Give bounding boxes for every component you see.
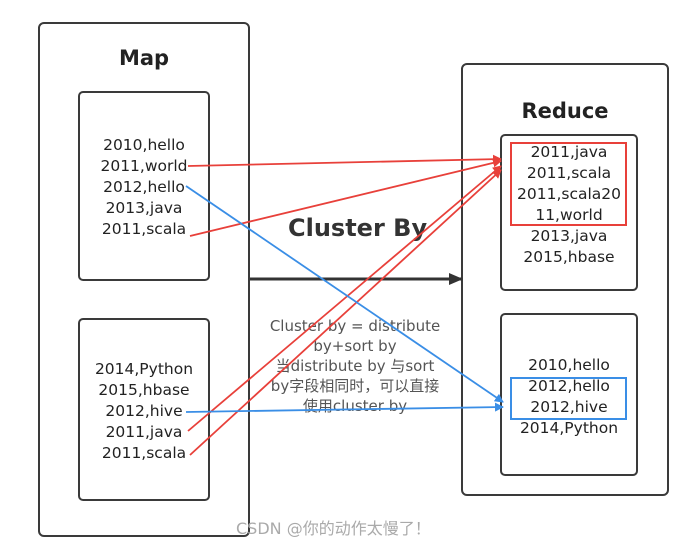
- map-box-2-line: 2011,java: [105, 423, 183, 441]
- map-box-2-line: 2015,hbase: [98, 381, 190, 399]
- map-title: Map: [118, 46, 170, 70]
- map-box-1-line: 2011,world: [100, 157, 188, 175]
- cluster-by-title: Cluster By: [288, 214, 428, 242]
- blue-arrow-2012-hive: [185, 402, 504, 413]
- reduce-box-2-line: 2012,hive: [530, 398, 608, 416]
- red-arrow-2011-scala-b: [189, 169, 502, 456]
- map-box-1: [78, 91, 210, 281]
- note-line: by字段相同时，可以直接: [270, 377, 440, 395]
- map-box-1-line: 2011,scala: [101, 220, 187, 238]
- note-line: 当distribute by 与sort: [275, 357, 435, 375]
- map-box-1-line: 2013,java: [105, 199, 183, 217]
- reduce-box-1: [500, 134, 638, 291]
- map-box-1-line: 2010,hello: [103, 136, 185, 154]
- reduce-box-1-line: 2011,scala20: [517, 185, 621, 203]
- red-arrow-2011-java: [187, 165, 502, 432]
- reduce-box-1-line: 2015,hbase: [523, 248, 615, 266]
- red-highlight-box: [510, 142, 627, 226]
- watermark: CSDN @你的动作太慢了！: [236, 519, 431, 538]
- note-line: by+sort by: [313, 337, 397, 355]
- map-box-2-line: 2014,Python: [94, 360, 194, 378]
- reduce-box-1-line: 2011,scala: [526, 164, 612, 182]
- map-box-2-line: 2011,scala: [101, 444, 187, 462]
- reduce-box-2-line: 2010,hello: [528, 356, 610, 374]
- red-arrow-2011-scala-a: [189, 158, 502, 237]
- reduce-box-2-line: 2012,hello: [528, 377, 610, 395]
- reduce-box-1-lines: 2011,java 2011,scala 2011,scala20 11,wor…: [500, 142, 638, 268]
- blue-arrow-2012-hello: [185, 185, 504, 403]
- reduce-title: Reduce: [521, 99, 609, 123]
- map-box-2-lines: 2014,Python 2015,hbase 2012,hive 2011,ja…: [78, 359, 210, 464]
- map-box-2: [78, 318, 210, 501]
- reduce-box-1-line: 2013,java: [530, 227, 608, 245]
- map-box-1-line: 2012,hello: [103, 178, 185, 196]
- reduce-box-1-line: 11,world: [535, 206, 603, 224]
- red-arrow-2011-world: [187, 154, 502, 167]
- reduce-box-2-lines: 2010,hello 2012,hello 2012,hive 2014,Pyt…: [500, 355, 638, 439]
- blue-highlight-box: [510, 377, 627, 420]
- reduce-box-1-line: 2011,java: [530, 143, 608, 161]
- map-box-2-line: 2012,hive: [105, 402, 183, 420]
- reduce-box-2-line: 2014,Python: [519, 419, 619, 437]
- map-box-1-lines: 2010,hello 2011,world 2012,hello 2013,ja…: [78, 135, 210, 240]
